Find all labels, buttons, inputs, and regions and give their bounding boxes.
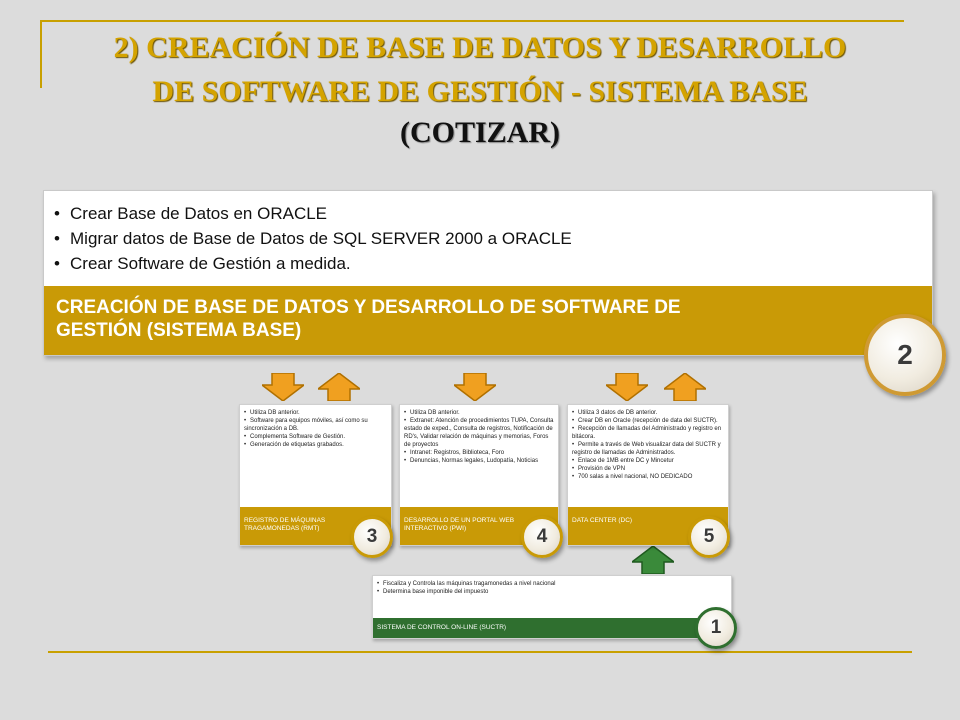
down-arrow-icon	[454, 373, 496, 401]
title-line-2: DE SOFTWARE DE GESTIÓN - SISTEMA BASE	[152, 75, 808, 108]
main-bullet-list: Crear Base de Datos en ORACLE Migrar dat…	[54, 201, 572, 276]
module-bullet: Denuncias, Normas legales, Ludopatía, No…	[404, 457, 554, 465]
down-arrow-icon	[262, 373, 304, 401]
module-bullet: Utiliza DB anterior.	[244, 409, 387, 417]
module-bullet: Permite a través de Web visualizar data …	[572, 441, 724, 457]
module-label: DATA CENTER (DC)	[572, 517, 633, 524]
bottom-rule	[48, 651, 912, 653]
module-bullet: Intranet: Registros, Biblioteca, Foro	[404, 449, 554, 457]
module-bullet-list: Fiscaliza y Controla las máquinas tragam…	[377, 580, 727, 596]
number-badge-5: 5	[688, 516, 730, 558]
down-arrow-icon	[606, 373, 648, 401]
module-bullet: Determina base imponible del impuesto	[377, 588, 727, 596]
module-bullet: Recepción de llamadas del Administrado y…	[572, 425, 724, 441]
main-heading: CREACIÓN DE BASE DE DATOS Y DESARROLLO D…	[56, 297, 681, 341]
main-heading-band: CREACIÓN DE BASE DE DATOS Y DESARROLLO D…	[44, 286, 932, 355]
module-bullet-list: Utiliza DB anterior. Software para equip…	[244, 409, 387, 449]
module-bullet: Complementa Software de Gestión.	[244, 433, 387, 441]
top-rule	[40, 20, 904, 22]
up-arrow-icon	[318, 373, 360, 401]
module-label: SISTEMA DE CONTROL ON-LINE (SUCTR)	[377, 624, 507, 631]
left-rule	[40, 20, 42, 88]
module-label: DESARROLLO DE UN PORTAL WEB INTERACTIVO …	[404, 517, 515, 532]
main-bullet: Migrar datos de Base de Datos de SQL SER…	[54, 226, 572, 251]
module-bullet: 700 salas a nivel nacional, NO DEDICADO	[572, 473, 724, 481]
number-badge-1: 1	[695, 607, 737, 649]
main-bullet: Crear Software de Gestión a medida.	[54, 251, 572, 276]
module-bullet: Generación de etiquetas grabados.	[244, 441, 387, 449]
module-band: SISTEMA DE CONTROL ON-LINE (SUCTR)	[373, 618, 731, 638]
slide-title: 2) CREACIÓN DE BASE DE DATOS Y DESARROLL…	[0, 26, 960, 154]
number-badge-4: 4	[521, 516, 563, 558]
module-bullet: Crear DB en Oracle (recepción de data de…	[572, 417, 724, 425]
module-bullet: Provisión de VPN	[572, 465, 724, 473]
main-card: Crear Base de Datos en ORACLE Migrar dat…	[43, 190, 933, 356]
module-bullet: Utiliza DB anterior.	[404, 409, 554, 417]
main-bullet: Crear Base de Datos en ORACLE	[54, 201, 572, 226]
module-bullet-list: Utiliza DB anterior. Extranet: Atención …	[404, 409, 554, 465]
number-badge-2: 2	[864, 314, 946, 396]
up-arrow-icon	[664, 373, 706, 401]
module-bullet: Software para equipos móviles, así como …	[244, 417, 387, 433]
module-bullet: Enlace de 1MB entre DC y Mincetur	[572, 457, 724, 465]
number-badge-3: 3	[351, 516, 393, 558]
module-bullet: Extranet: Atención de procedimientos TUP…	[404, 417, 554, 449]
module-bullet-list: Utiliza 3 datos de DB anterior. Crear DB…	[572, 409, 724, 481]
module-label: REGISTRO DE MÁQUINAS TRAGAMONEDAS (RMT)	[244, 517, 326, 532]
title-line-3: (COTIZAR)	[399, 116, 560, 149]
module-bullet: Fiscaliza y Controla las máquinas tragam…	[377, 580, 727, 588]
module-card-suctr: Fiscaliza y Controla las máquinas tragam…	[372, 575, 732, 639]
title-line-1: 2) CREACIÓN DE BASE DE DATOS Y DESARROLL…	[113, 31, 847, 64]
up-arrow-icon	[632, 546, 674, 574]
module-bullet: Utiliza 3 datos de DB anterior.	[572, 409, 724, 417]
